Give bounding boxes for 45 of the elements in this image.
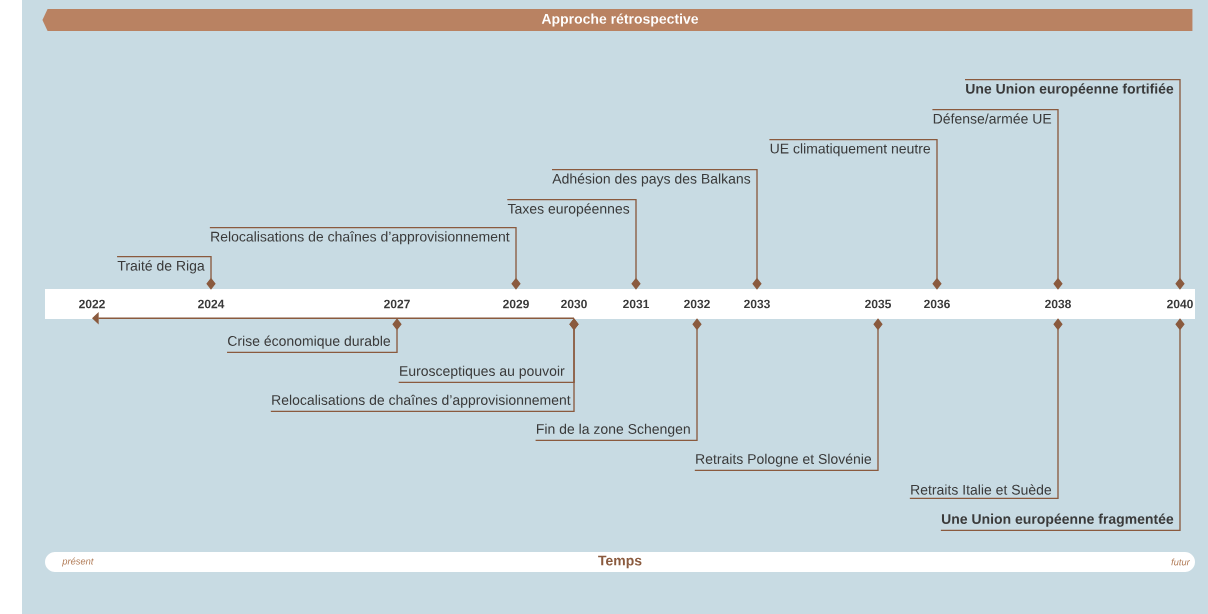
year-label: 2022 [79,299,105,309]
leader-line [909,318,1063,499]
leader-line [551,169,762,290]
year-label: 2035 [865,299,891,309]
year-label: 2027 [384,299,410,309]
year-label: 2031 [623,299,649,309]
year-label: 2036 [924,299,950,309]
event-label: Relocalisations de chaînes d’approvisionnement [272,394,571,408]
event-label: Retraits Italie et Suède [911,484,1052,495]
event-label: Une Union européenne fortifiée [966,83,1174,97]
event-label: Retraits Pologne et Slovénie [696,453,872,467]
event-label: Défense/armée UE [933,113,1052,124]
leader-line [768,139,942,290]
leader-line [940,318,1185,531]
event-label: Taxes européennes [507,203,630,217]
event-label: Fin de la zone Schengen [537,423,690,437]
leader-line [931,109,1063,290]
year-label: 2040 [1167,299,1193,309]
leader-line [209,227,521,290]
year-label: 2032 [684,299,710,309]
year-label: 2024 [198,299,225,309]
event-label: Une Union européenne fragmentée [942,513,1174,527]
leader-line [396,317,575,319]
event-label: Relocalisations de chaînes d’approvisionnement [211,231,510,245]
band-label: futur [1171,558,1191,566]
leader-line [226,318,402,353]
leader-line [116,256,216,290]
event-label: Crise économique durable [228,335,391,349]
leader-line [506,199,641,290]
band-label: présent [62,557,94,567]
year-label: 2038 [1045,299,1071,309]
leader-line [270,318,579,412]
year-label: 2033 [744,299,770,309]
event-label: Adhésion des pays des Balkans [552,173,751,187]
year-label: 2030 [561,299,587,309]
leader-line [964,79,1185,290]
event-label: Eurosceptiques au pouvoir [400,365,565,379]
leader-line [694,318,883,471]
event-label: Traité de Riga [117,260,205,274]
title-band: Approche rétrospective [42,9,1193,31]
year-label: 2029 [503,299,529,309]
timeline-bar [45,289,1195,319]
leader-line [92,312,398,325]
leader-line [534,318,702,441]
event-label: UE climatiquement neutre [770,143,931,157]
